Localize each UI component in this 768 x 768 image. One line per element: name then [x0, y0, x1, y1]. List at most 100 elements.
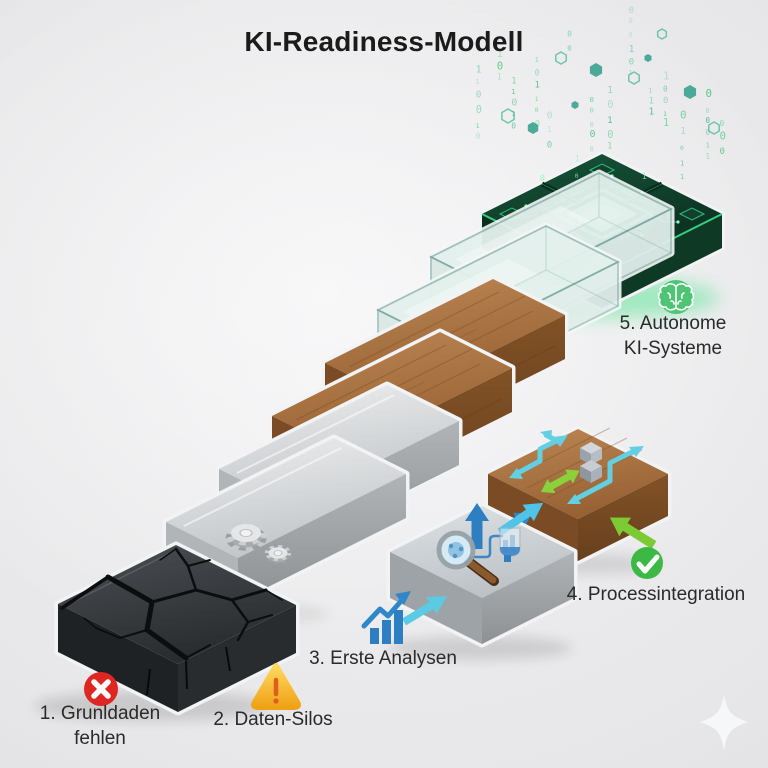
- rain-glyph: 0: [590, 145, 594, 153]
- hexagon-particle: [656, 28, 668, 40]
- rain-glyph: 0: [567, 44, 571, 53]
- rain-glyph: 0: [535, 106, 539, 114]
- rain-glyph: 0: [720, 130, 727, 143]
- rain-glyph: 1: [535, 95, 539, 103]
- step-label-3-line1: 3. Erste Analysen: [309, 648, 457, 669]
- check-circle-icon: [631, 547, 663, 579]
- step-label-5: 5. Autonome KI-Systeme: [620, 311, 727, 361]
- rain-glyph: 1: [511, 110, 515, 118]
- rain-glyph: 1: [680, 173, 684, 181]
- hexagon-particle: [501, 108, 515, 124]
- rain-glyph: 0: [575, 173, 579, 180]
- hexagon-particle: [644, 54, 652, 62]
- step-label-5-line2: KI-Systeme: [623, 338, 723, 359]
- rain-glyph: 0: [706, 107, 710, 115]
- rain-glyph: 0: [476, 132, 481, 141]
- rain-glyph: 0: [629, 58, 634, 68]
- rain-glyph: 1: [629, 70, 633, 77]
- step-label-5-line1: 5. Autonome: [619, 313, 727, 334]
- rain-glyph: 1: [642, 171, 647, 181]
- cracks: [60, 547, 283, 661]
- rain-glyph: 0: [680, 109, 687, 122]
- hexagon-particle: [571, 101, 579, 109]
- rain-glyph: 0: [706, 128, 711, 137]
- rain-glyph: 1: [649, 96, 655, 107]
- rain-glyph: 1: [575, 155, 580, 165]
- rain-glyph: 1: [649, 87, 653, 95]
- step-label-3: 3. Erste Analysen: [309, 646, 457, 671]
- rain-glyph: 1: [629, 44, 635, 55]
- rain-glyph: 1: [607, 140, 612, 150]
- rain-glyph: 1: [706, 152, 711, 161]
- rain-glyph: 0: [590, 120, 594, 129]
- rain-glyph: 0: [540, 173, 545, 182]
- rain-glyph: 0: [680, 145, 684, 152]
- rain-glyph: 0: [590, 95, 594, 104]
- rain-glyph: 0: [535, 68, 540, 78]
- step-label-1-line1: 1. Grunldaden: [39, 703, 161, 724]
- rain-glyph: 1: [649, 106, 655, 117]
- step-label-1: 1. Grunldaden fehlen: [40, 701, 160, 751]
- rain-glyph: 1: [547, 124, 552, 134]
- rain-glyph: 1: [535, 56, 539, 64]
- rain-glyph: 0: [535, 119, 541, 130]
- rain-glyph: 0: [629, 17, 633, 25]
- rain-glyph: 1: [663, 117, 669, 129]
- beaker-icon: [499, 527, 521, 562]
- sync-double-arrow-icon: [541, 469, 580, 494]
- step-label-2-line1: 2. Daten-Silos: [213, 709, 333, 730]
- input-green-arrow-icon: [609, 517, 657, 549]
- hexagon-particle: [555, 51, 567, 65]
- flowchart-arrowheads: [509, 430, 644, 504]
- rain-glyph: 1: [497, 72, 502, 82]
- up-arrow-icon: [465, 503, 489, 549]
- rain-glyph: 0: [547, 140, 552, 150]
- rain-glyph: 1: [497, 38, 501, 45]
- rain-glyph: 0: [497, 60, 503, 72]
- rain-glyph: 1: [680, 126, 686, 137]
- rain-glyph: 1: [511, 87, 515, 96]
- rain-glyph: 1: [607, 116, 612, 126]
- rain-glyph: 0: [590, 129, 596, 140]
- entry-cyan-arrow-icon: [401, 596, 447, 626]
- rain-glyph: 0: [629, 6, 634, 16]
- rain-glyph: 0: [511, 98, 517, 109]
- rain-glyph: 0: [607, 129, 613, 141]
- hexagon-particle: [683, 85, 697, 99]
- step-label-2: 2. Daten-Silos: [213, 707, 332, 732]
- step-label-4-line1: 4. Processintegration: [566, 584, 746, 605]
- rain-glyph: 0: [720, 147, 725, 157]
- rain-glyph: 1: [706, 141, 710, 150]
- error-x-icon: [84, 672, 118, 706]
- step-silver-lower: [166, 438, 406, 602]
- rain-glyph: 0: [567, 29, 572, 38]
- rain-glyph: 1: [535, 81, 540, 91]
- bar-chart-arrow-icon: [361, 591, 411, 644]
- rain-glyph: 1: [663, 70, 670, 83]
- rain-glyph: 1: [476, 78, 480, 85]
- rain-glyph: 1: [497, 48, 503, 60]
- hexagon-particle: [527, 122, 539, 134]
- step-label-4: 4. Processintegration: [567, 582, 746, 607]
- hexagon-particle: [708, 121, 720, 135]
- rain-glyph: 0: [720, 119, 725, 128]
- brain-circle-icon: [657, 280, 695, 314]
- rain-glyph: 0: [511, 121, 516, 130]
- rain-glyph: 0: [706, 87, 713, 100]
- rain-glyph: 0: [629, 31, 633, 39]
- stacked-cubes-icon: [580, 442, 602, 483]
- rain-glyph: 0: [663, 85, 668, 94]
- rain-glyph: 1: [476, 64, 482, 75]
- rain-glyph: 0: [607, 99, 613, 111]
- warning-triangle-icon: [251, 663, 301, 710]
- rain-glyph: 0: [476, 90, 482, 101]
- page-title: KI-Readiness-Modell: [244, 26, 524, 57]
- rain-glyph: 0: [590, 105, 594, 114]
- sparkle-watermark-icon: [700, 694, 748, 750]
- step-label-1-line2: fehlen: [74, 728, 126, 749]
- rain-glyph: 1: [680, 159, 684, 168]
- rain-glyph: 0: [547, 111, 553, 122]
- rain-glyph: 1: [511, 77, 516, 87]
